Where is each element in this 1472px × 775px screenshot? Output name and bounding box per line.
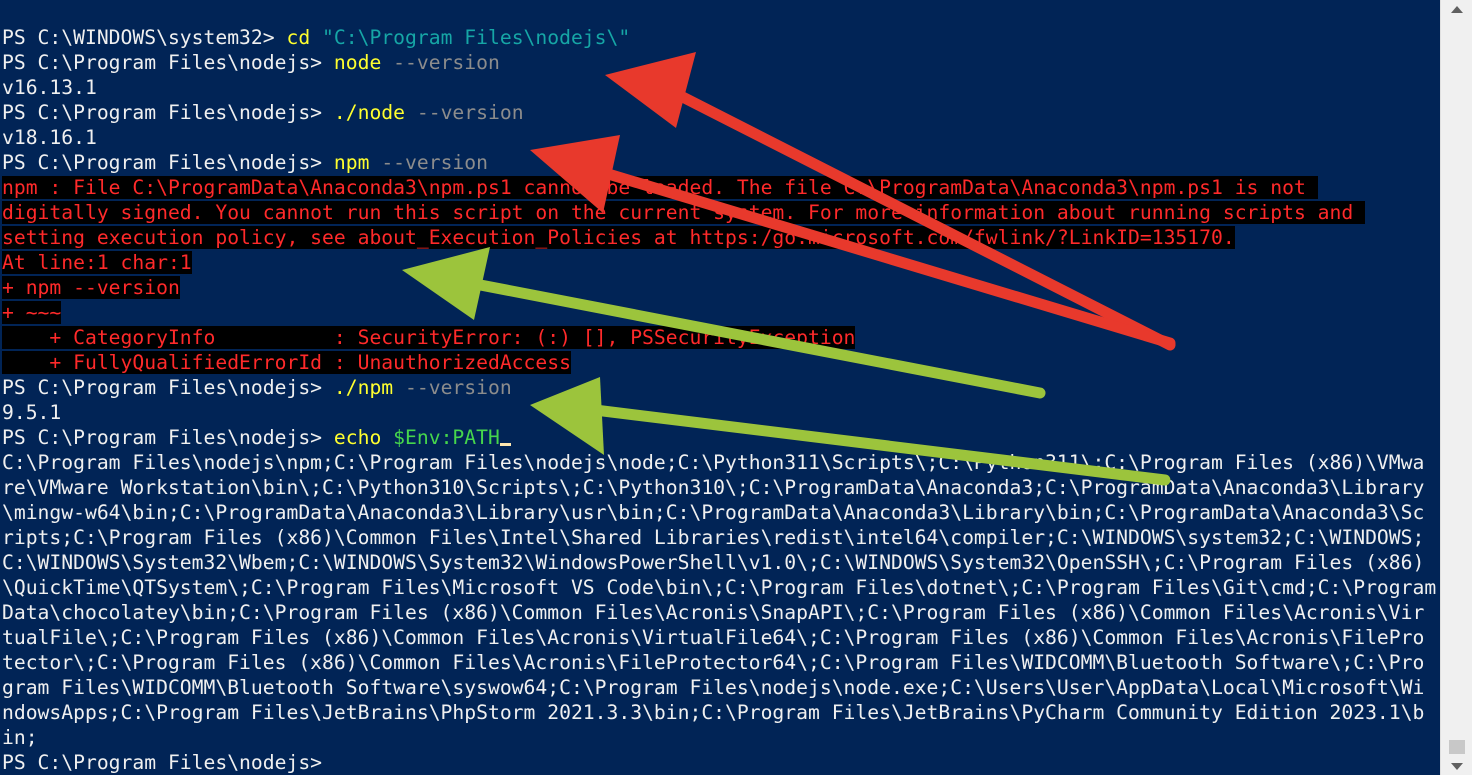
console-line: v16.13.1 <box>0 75 1440 100</box>
console-text: \mingw-w64\bin;C:\ProgramData\Anaconda3\… <box>2 501 1425 524</box>
console-text: ripts;C:\Program Files (x86)\Common File… <box>2 526 1425 549</box>
powershell-console[interactable]: PS C:\WINDOWS\system32> cd "C:\Program F… <box>0 0 1440 775</box>
console-text: ./npm <box>333 376 406 399</box>
console-text: PS C:\Program Files\nodejs> <box>2 51 334 74</box>
console-text: v18.16.1 <box>2 126 97 149</box>
console-line: + ~~~ <box>0 300 1440 325</box>
scroll-down-arrow-icon[interactable] <box>1441 757 1472 775</box>
console-text: echo <box>333 426 394 449</box>
console-line: ndowsApps;C:\Program Files\JetBrains\Php… <box>0 700 1440 725</box>
scroll-up-arrow-icon[interactable] <box>1441 0 1472 18</box>
console-line: npm : File C:\ProgramData\Anaconda3\npm.… <box>0 175 1440 200</box>
console-line: PS C:\Program Files\nodejs> echo $Env:PA… <box>0 425 1440 450</box>
console-text: PS C:\Program Files\nodejs> <box>2 151 334 174</box>
error-text: At line:1 char:1 <box>2 251 192 274</box>
console-text: --version <box>381 151 488 174</box>
console-line: + FullyQualifiedErrorId : UnauthorizedAc… <box>0 350 1440 375</box>
console-text: PS C:\Program Files\nodejs> <box>2 101 334 124</box>
console-text: Data\chocolatey\bin;C:\Program Files (x8… <box>2 601 1425 624</box>
console-line: tector\;C:\Program Files (x86)\Common Fi… <box>0 650 1440 675</box>
console-text: \QuickTime\QTSystem\;C:\Program Files\Mi… <box>2 576 1437 599</box>
console-line: PS C:\Program Files\nodejs> npm --versio… <box>0 150 1440 175</box>
console-text: npm <box>333 151 382 174</box>
console-line: + npm --version <box>0 275 1440 300</box>
console-line: gram Files\WIDCOMM\Bluetooth Software\sy… <box>0 675 1440 700</box>
console-text: C:\WINDOWS\System32\Wbem;C:\WINDOWS\Syst… <box>2 551 1425 574</box>
console-text: cd <box>286 26 323 49</box>
console-text: tector\;C:\Program Files (x86)\Common Fi… <box>2 651 1425 674</box>
console-line: tualFile\;C:\Program Files (x86)\Common … <box>0 625 1440 650</box>
console-text: $Env:PATH <box>393 426 500 449</box>
text-cursor <box>499 443 511 446</box>
console-line: PS C:\Program Files\nodejs> <box>0 750 1440 775</box>
console-text: --version <box>416 101 524 124</box>
console-text: ./node <box>333 101 417 124</box>
error-text: + npm --version <box>2 276 180 299</box>
console-text: --version <box>405 376 512 399</box>
console-text: --version <box>393 51 500 74</box>
vertical-scrollbar[interactable] <box>1440 0 1472 775</box>
console-text: PS C:\Program Files\nodejs> <box>2 751 323 774</box>
error-text: npm : File C:\ProgramData\Anaconda3\npm.… <box>2 176 1318 199</box>
console-text: PS C:\Program Files\nodejs> <box>2 426 334 449</box>
console-line: PS C:\Program Files\nodejs> node --versi… <box>0 50 1440 75</box>
scrollbar-thumb[interactable] <box>1449 740 1465 754</box>
console-line: digitally signed. You cannot run this sc… <box>0 200 1440 225</box>
error-text: + ~~~ <box>2 301 62 324</box>
console-line: \QuickTime\QTSystem\;C:\Program Files\Mi… <box>0 575 1440 600</box>
console-text: tualFile\;C:\Program Files (x86)\Common … <box>2 626 1425 649</box>
console-text: PS C:\WINDOWS\system32> <box>2 26 287 49</box>
console-line: re\VMware Workstation\bin\;C:\Python310\… <box>0 475 1440 500</box>
console-line: C:\Program Files\nodejs\npm;C:\Program F… <box>0 450 1440 475</box>
console-line: setting execution policy, see about_Exec… <box>0 225 1440 250</box>
console-line: At line:1 char:1 <box>0 250 1440 275</box>
console-text: PS C:\Program Files\nodejs> <box>2 376 334 399</box>
console-line <box>0 0 1440 25</box>
console-text: ndowsApps;C:\Program Files\JetBrains\Php… <box>2 701 1425 724</box>
error-text: + FullyQualifiedErrorId : UnauthorizedAc… <box>2 351 571 374</box>
console-line: in; <box>0 725 1440 750</box>
console-text: v16.13.1 <box>2 76 97 99</box>
console-text: node <box>333 51 394 74</box>
console-text: gram Files\WIDCOMM\Bluetooth Software\sy… <box>2 676 1425 699</box>
error-text: + CategoryInfo : SecurityError: (:) [], … <box>2 326 856 349</box>
console-line: ripts;C:\Program Files (x86)\Common File… <box>0 525 1440 550</box>
console-line: PS C:\Program Files\nodejs> ./npm --vers… <box>0 375 1440 400</box>
console-line: PS C:\Program Files\nodejs> ./node --ver… <box>0 100 1440 125</box>
console-line: v18.16.1 <box>0 125 1440 150</box>
console-text: "C:\Program Files\nodejs\" <box>322 26 631 49</box>
error-text: setting execution policy, see about_Exec… <box>2 226 1235 249</box>
console-line: Data\chocolatey\bin;C:\Program Files (x8… <box>0 600 1440 625</box>
console-text: re\VMware Workstation\bin\;C:\Python310\… <box>2 476 1425 499</box>
console-line: + CategoryInfo : SecurityError: (:) [], … <box>0 325 1440 350</box>
console-text: in; <box>2 726 38 749</box>
console-line: 9.5.1 <box>0 400 1440 425</box>
console-line: PS C:\WINDOWS\system32> cd "C:\Program F… <box>0 25 1440 50</box>
console-text: 9.5.1 <box>2 401 62 424</box>
error-text: digitally signed. You cannot run this sc… <box>2 201 1366 224</box>
console-text: C:\Program Files\nodejs\npm;C:\Program F… <box>2 451 1425 474</box>
console-line: \mingw-w64\bin;C:\ProgramData\Anaconda3\… <box>0 500 1440 525</box>
console-line: C:\WINDOWS\System32\Wbem;C:\WINDOWS\Syst… <box>0 550 1440 575</box>
